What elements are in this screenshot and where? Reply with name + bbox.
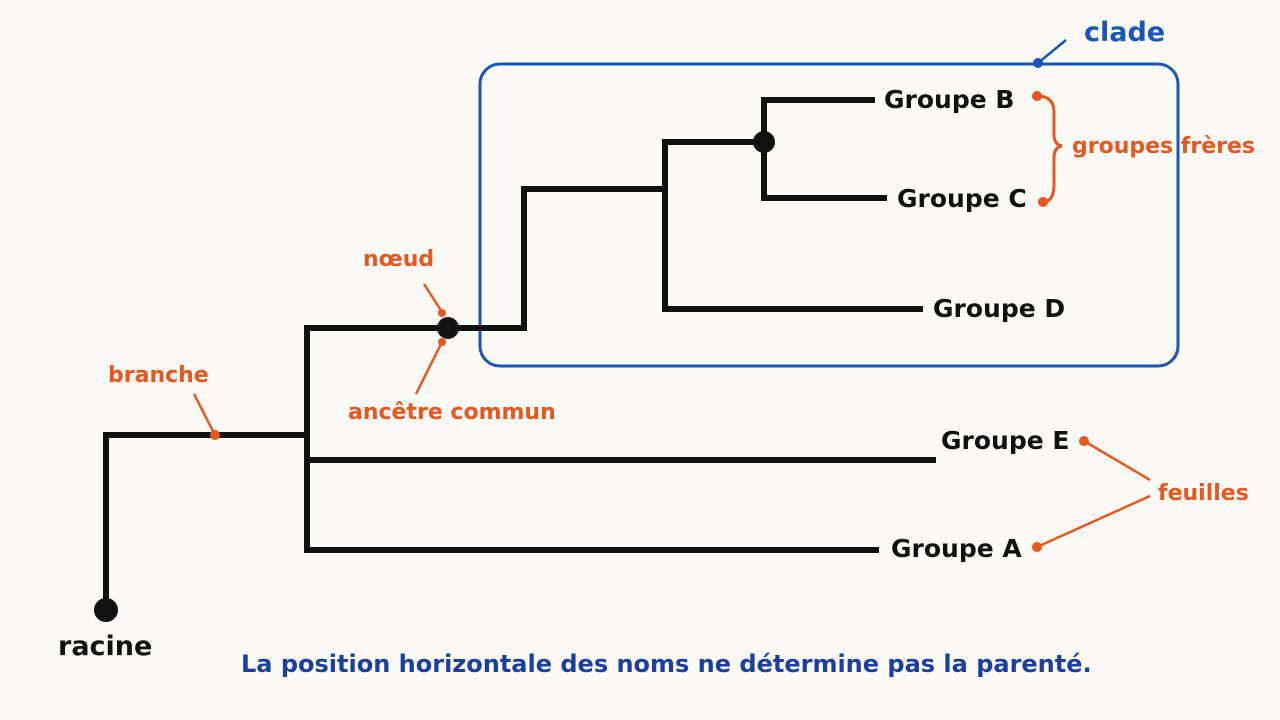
leaf-label-group-b: Groupe B — [884, 85, 1014, 114]
common-ancestor-pointer-dot — [438, 338, 446, 346]
tree-branches — [103, 97, 936, 613]
common-ancestor-node — [437, 317, 459, 339]
bc-node — [753, 131, 775, 153]
node-pointer — [422, 283, 444, 313]
caption: La position horizontale des noms ne déte… — [241, 650, 1092, 678]
sister-groups-label: groupes frères — [1072, 134, 1255, 159]
clade-pointer-dot — [1033, 58, 1043, 68]
clade-pointer — [1037, 39, 1067, 64]
branch-pointer-dot — [210, 430, 220, 440]
leaf-label-group-d: Groupe D — [933, 294, 1065, 323]
leaf-label-group-a: Groupe A — [891, 534, 1022, 563]
clade-label: clade — [1084, 17, 1165, 48]
leaf-label-group-c: Groupe C — [897, 184, 1027, 213]
leaf-label-group-e: Groupe E — [941, 426, 1069, 455]
leaves-label: feuilles — [1158, 481, 1249, 506]
branch-pointer — [192, 393, 216, 434]
branch-label: branche — [108, 363, 209, 388]
common-ancestor-label: ancêtre commun — [348, 400, 556, 425]
node-pointer-dot — [438, 309, 446, 317]
common-ancestor-pointer — [414, 341, 444, 395]
node-label: nœud — [363, 247, 434, 272]
branch-to-clade — [304, 186, 668, 331]
root-node — [94, 598, 118, 622]
clade-box — [478, 62, 1180, 368]
sister-groups-brace — [1036, 94, 1063, 204]
leaves-pointer-a — [1036, 494, 1151, 549]
leaves-pointer-e — [1083, 439, 1151, 482]
root-branch — [103, 432, 310, 613]
root-label: racine — [58, 631, 152, 662]
